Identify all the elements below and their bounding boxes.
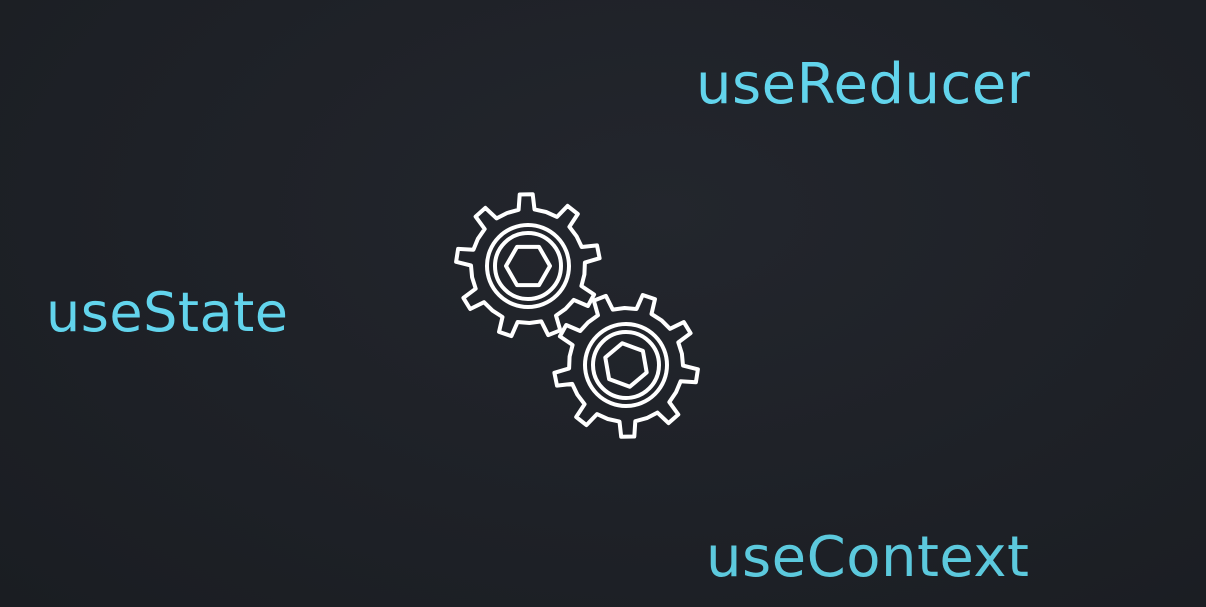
gear-bottom-ring [583, 322, 669, 408]
use-reducer-label: useReducer [696, 52, 1031, 117]
gear-top-hub [493, 231, 563, 301]
use-context-label: useContext [706, 525, 1030, 590]
gear-top-hex-bore [504, 244, 552, 288]
use-state-label: useState [46, 281, 289, 344]
gears-icon [454, 192, 700, 439]
gear-bottom-hex-bore [603, 341, 649, 389]
gear-bottom [552, 293, 700, 439]
gear-top [454, 192, 602, 339]
gear-top-ring [485, 223, 571, 309]
gear-bottom-hub [591, 330, 661, 400]
gear-top-outline [454, 192, 602, 339]
gear-bottom-outline [552, 293, 700, 439]
